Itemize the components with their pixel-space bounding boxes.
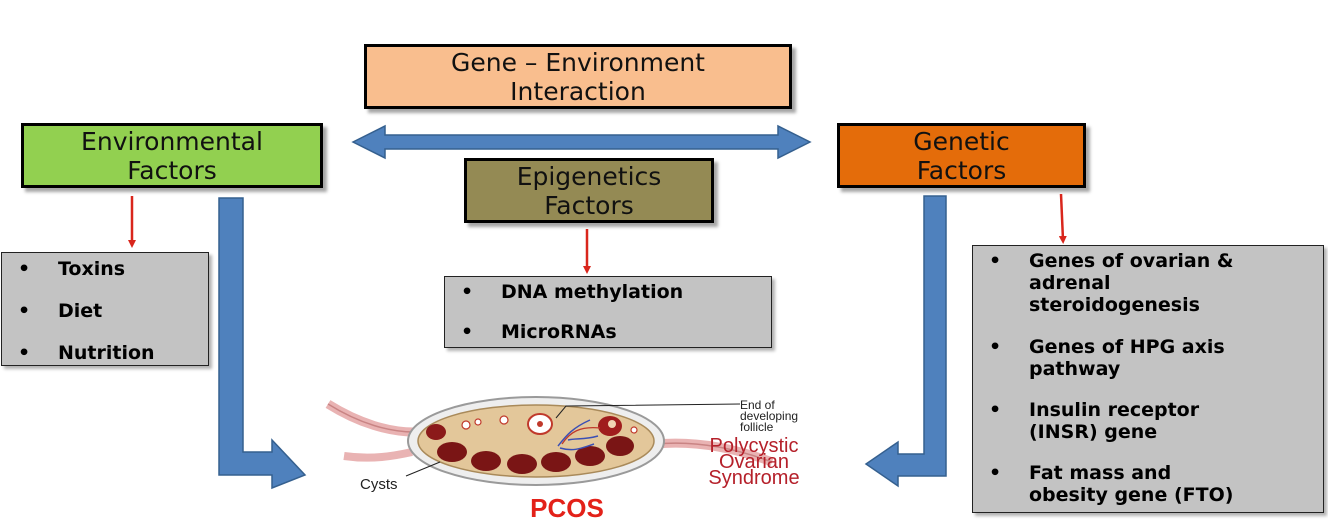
gen-down-arrow-icon (1058, 193, 1067, 244)
list-item-hpg-axis-genes: Genes of HPG axis pathway (973, 336, 1323, 380)
list-item-toxins: Toxins (2, 258, 208, 280)
genetic-item3-line2: (INSR) gene (1029, 421, 1158, 443)
end-of-follicle-label-line3: follicle (740, 420, 774, 434)
genetic-item2-line1: Genes of HPG axis (1029, 336, 1225, 358)
genetic-item4-line2: obesity gene (FTO) (1029, 484, 1234, 506)
genetic-title-line2: Factors (916, 155, 1007, 185)
epigenetics-factors-box: Epigenetics Factors (464, 158, 714, 223)
ovarian-label: Ovarian (719, 451, 789, 473)
genetic-item1-line2: adrenal (1029, 272, 1111, 294)
genetic-item2-line2: pathway (1029, 358, 1121, 380)
list-item-fto-gene: Fat mass and obesity gene (FTO) (973, 462, 1323, 506)
environmental-factor-list: Toxins Diet Nutrition (1, 252, 209, 366)
gene-environment-box: Gene – Environment Interaction (364, 44, 792, 109)
polycystic-label: Polycystic (710, 435, 799, 457)
environmental-title-line1: Environmental (81, 126, 263, 156)
list-item-nutrition: Nutrition (2, 342, 208, 364)
list-item-micrornas: MicroRNAs (445, 321, 771, 343)
list-item-dna-methylation: DNA methylation (445, 281, 771, 303)
ovary-illustration-icon (325, 396, 774, 486)
end-of-follicle-label-line2: developing (740, 409, 798, 423)
genetic-item3-line1: Insulin receptor (1029, 399, 1200, 421)
gene-environment-title-line1: Gene – Environment (450, 47, 705, 77)
environmental-factors-box: Environmental Factors (21, 123, 323, 188)
double-headed-arrow-icon (351, 124, 812, 160)
genetic-item4-line1: Fat mass and (1029, 462, 1172, 484)
gene-environment-title-line2: Interaction (510, 76, 646, 106)
genetic-item1-line3: steroidogenesis (1029, 294, 1200, 316)
list-item-insr-gene: Insulin receptor (INSR) gene (973, 399, 1323, 443)
right-flow-arrow-icon (864, 195, 947, 488)
list-item-ovarian-adrenal-genes: Genes of ovarian & adrenal steroidogenes… (973, 250, 1323, 316)
epigenetics-title-line1: Epigenetics (516, 161, 662, 191)
genetic-title-line1: Genetic (913, 126, 1010, 156)
genetic-factor-list: Genes of ovarian & adrenal steroidogenes… (972, 245, 1324, 513)
cysts-label: Cysts (360, 476, 398, 493)
genetic-factors-box: Genetic Factors (837, 123, 1086, 188)
epigenetics-title-line2: Factors (544, 190, 634, 220)
genetic-item1-line1: Genes of ovarian & (1029, 250, 1234, 272)
list-item-diet: Diet (2, 300, 208, 322)
pcos-label: PCOS (530, 493, 604, 523)
end-of-follicle-label-line1: End of (740, 398, 775, 412)
epigenetics-factor-list: DNA methylation MicroRNAs (444, 276, 772, 348)
syndrome-label: Syndrome (708, 467, 799, 489)
left-flow-arrow-icon (218, 197, 307, 490)
environmental-title-line2: Factors (127, 155, 217, 185)
